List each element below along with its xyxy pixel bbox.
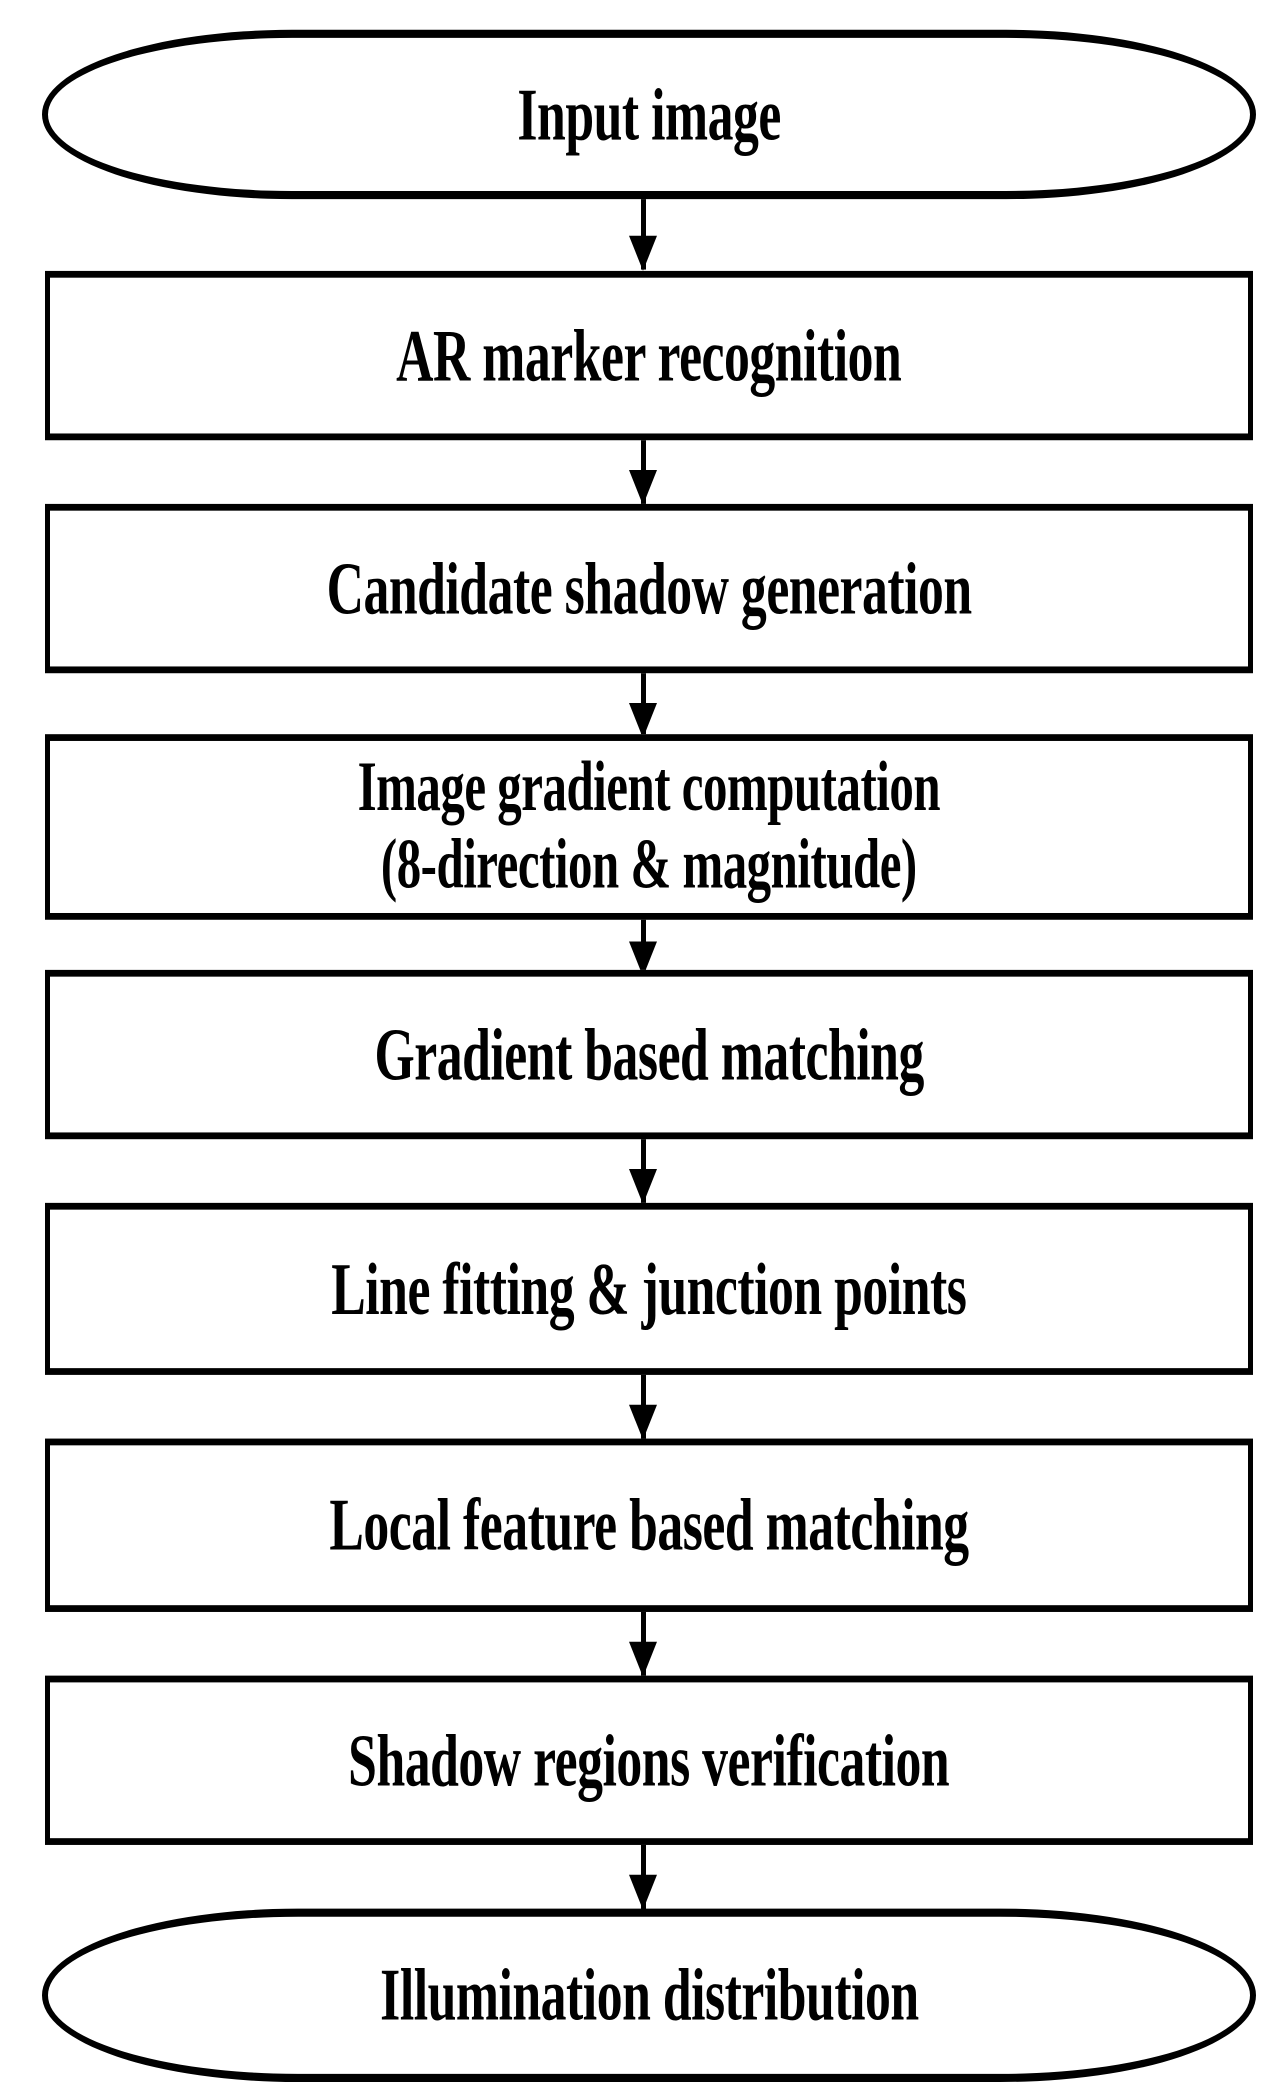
node-ar-marker-recognition[interactable]: AR marker recognition [45, 270, 1253, 441]
node-gradient-based-matching[interactable]: Gradient based matching [45, 969, 1253, 1140]
arrow-head-icon [629, 1404, 657, 1440]
arrow-head-icon [629, 1641, 657, 1677]
node-image-gradient-computation[interactable]: Image gradient computation (8-direction … [45, 734, 1253, 920]
node-label: Image gradient computation (8-direction … [357, 749, 941, 903]
node-label: Line fitting & junction points [331, 1247, 967, 1330]
node-label: AR marker recognition [396, 313, 902, 397]
arrow-head-icon [629, 235, 657, 271]
arrow-head-icon [629, 1169, 657, 1205]
node-shadow-regions-verification[interactable]: Shadow regions verification [45, 1675, 1253, 1845]
arrow-head-icon [629, 703, 657, 739]
arrow-head-icon [629, 1874, 657, 1910]
arrow-head-icon [629, 470, 657, 506]
node-line-fitting-junction-points[interactable]: Line fitting & junction points [45, 1202, 1253, 1375]
node-candidate-shadow-generation[interactable]: Candidate shadow generation [45, 503, 1253, 674]
node-input-image[interactable]: Input image [42, 29, 1256, 200]
node-label: Local feature based matching [329, 1483, 969, 1567]
arrow-shaft [641, 199, 646, 270]
node-label: Shadow regions verification [348, 1718, 950, 1802]
node-label: Illumination distribution [379, 1953, 919, 2037]
node-label: Gradient based matching [374, 1012, 924, 1096]
node-local-feature-based-matching[interactable]: Local feature based matching [45, 1438, 1253, 1612]
node-label: Input image [517, 72, 781, 156]
node-label: Candidate shadow generation [326, 546, 972, 630]
node-illumination-distribution[interactable]: Illumination distribution [42, 1908, 1256, 2082]
